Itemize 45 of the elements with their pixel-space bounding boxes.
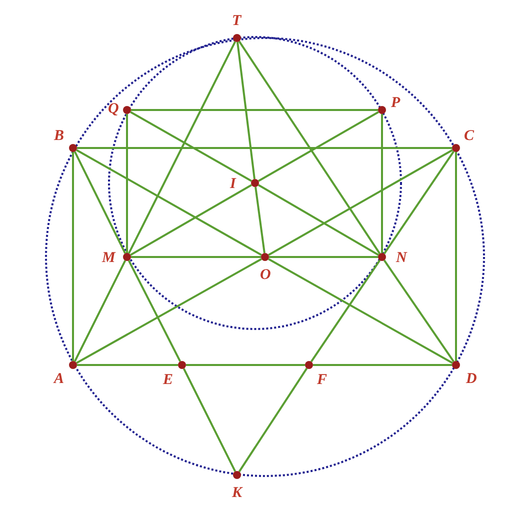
point-label: E xyxy=(163,372,174,388)
line-segment xyxy=(238,40,381,254)
point-label: F xyxy=(317,372,328,388)
line-segment xyxy=(254,186,266,254)
line-segment xyxy=(74,260,126,362)
point-label: P xyxy=(391,96,400,110)
line-segment xyxy=(128,260,182,362)
point-label: O xyxy=(260,268,271,282)
line-segment xyxy=(310,260,381,362)
line-segment xyxy=(182,368,236,472)
line-segment xyxy=(131,256,261,258)
line-segment xyxy=(268,258,454,364)
line-segment xyxy=(455,152,457,361)
point-label: N xyxy=(396,250,407,266)
line-segment xyxy=(313,364,452,366)
line-segment xyxy=(130,111,252,182)
line-segment xyxy=(258,111,380,182)
line-segment xyxy=(130,184,252,256)
line-segment xyxy=(77,147,452,149)
line-segment xyxy=(383,150,455,254)
line-segment xyxy=(76,149,262,256)
line-segment xyxy=(268,149,454,256)
line-segment xyxy=(74,151,126,254)
point-label: T xyxy=(232,14,242,28)
point-label: M xyxy=(102,250,116,266)
line-segment xyxy=(238,368,308,472)
point-label: B xyxy=(54,128,64,144)
point-label: A xyxy=(54,372,64,386)
point-label: D xyxy=(466,372,477,386)
line-segment xyxy=(72,152,74,361)
line-segment xyxy=(383,260,455,362)
point-label: K xyxy=(232,486,242,500)
line-segment xyxy=(269,256,378,258)
line-segment xyxy=(236,42,256,180)
line-segment xyxy=(128,41,236,254)
point-label: I xyxy=(230,176,236,192)
line-segment xyxy=(186,364,305,366)
line-segment xyxy=(381,114,383,253)
line-segment xyxy=(258,184,380,256)
line-segment xyxy=(131,109,378,111)
line-segment xyxy=(77,364,178,366)
point-label: C xyxy=(464,128,474,144)
line-segment xyxy=(76,258,262,364)
point-label: Q xyxy=(108,102,119,116)
line-segment xyxy=(126,114,128,253)
